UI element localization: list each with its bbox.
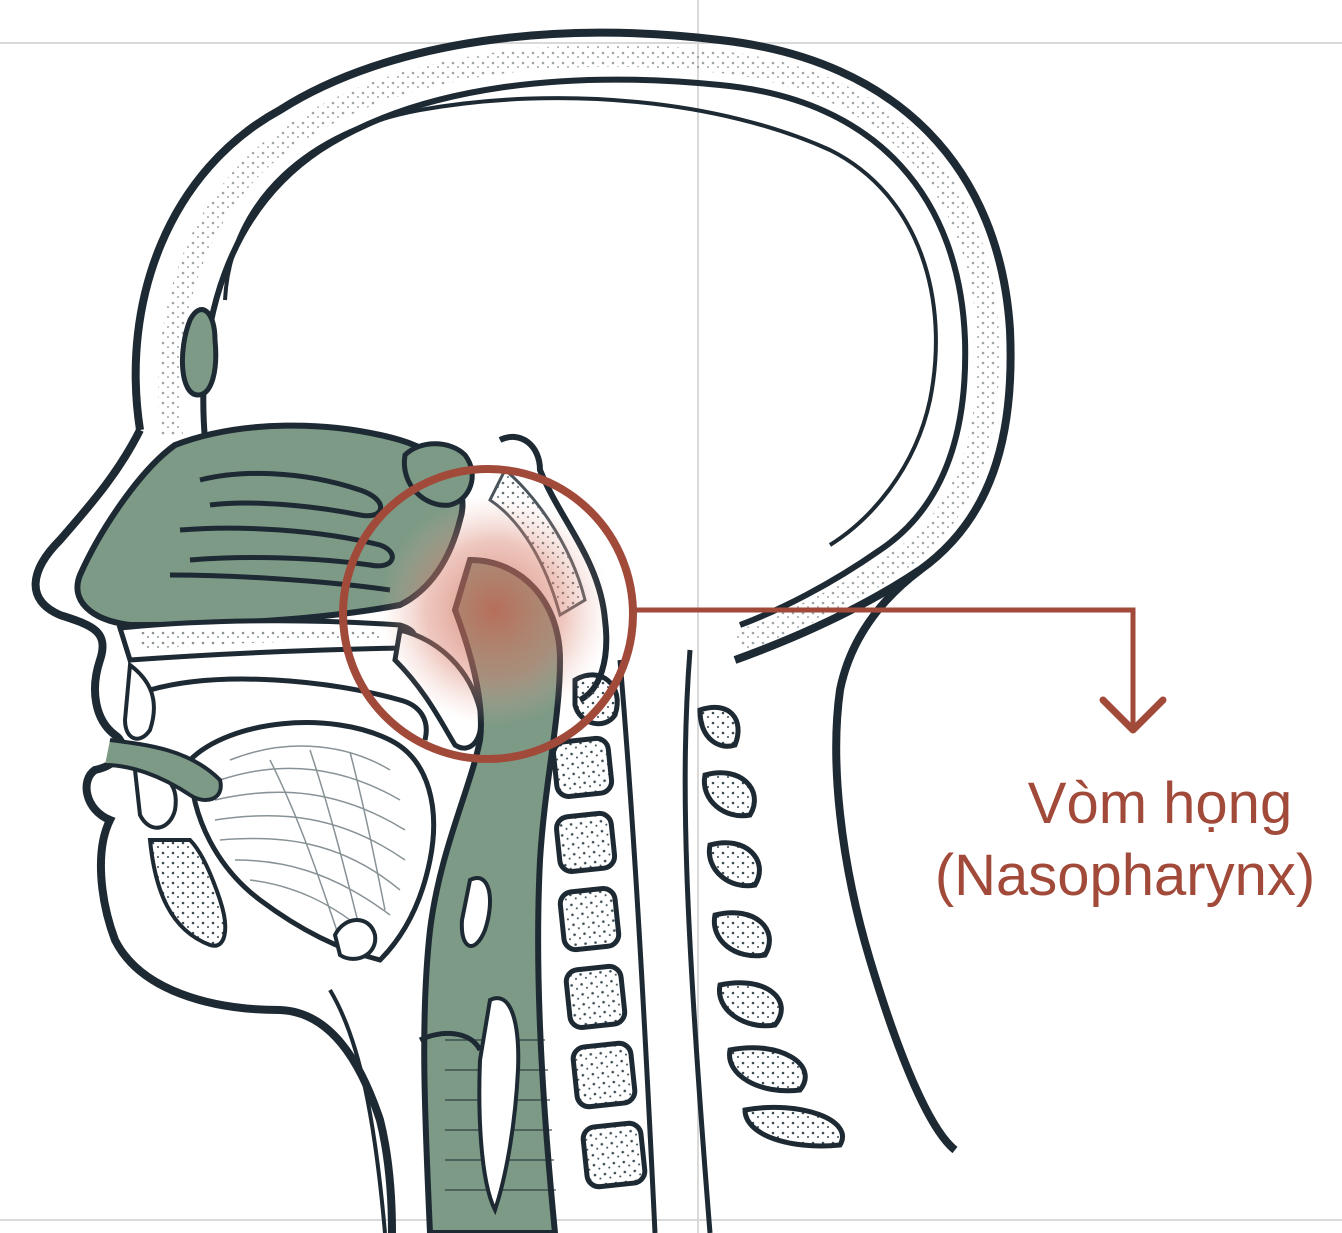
upper-teeth (125, 665, 154, 739)
mandible (150, 840, 225, 946)
hyoid-bone (335, 920, 375, 959)
nasopharynx-highlight-glow (380, 495, 610, 725)
nasopharynx-label: Vòm họng (Nasopharynx) (990, 768, 1330, 912)
label-subtitle: (Nasopharynx) (920, 840, 1330, 912)
spinous-processes (700, 707, 843, 1146)
cervical-vertebrae (552, 675, 646, 1188)
label-title: Vòm họng (990, 768, 1330, 840)
frontal-sinus (182, 310, 215, 395)
